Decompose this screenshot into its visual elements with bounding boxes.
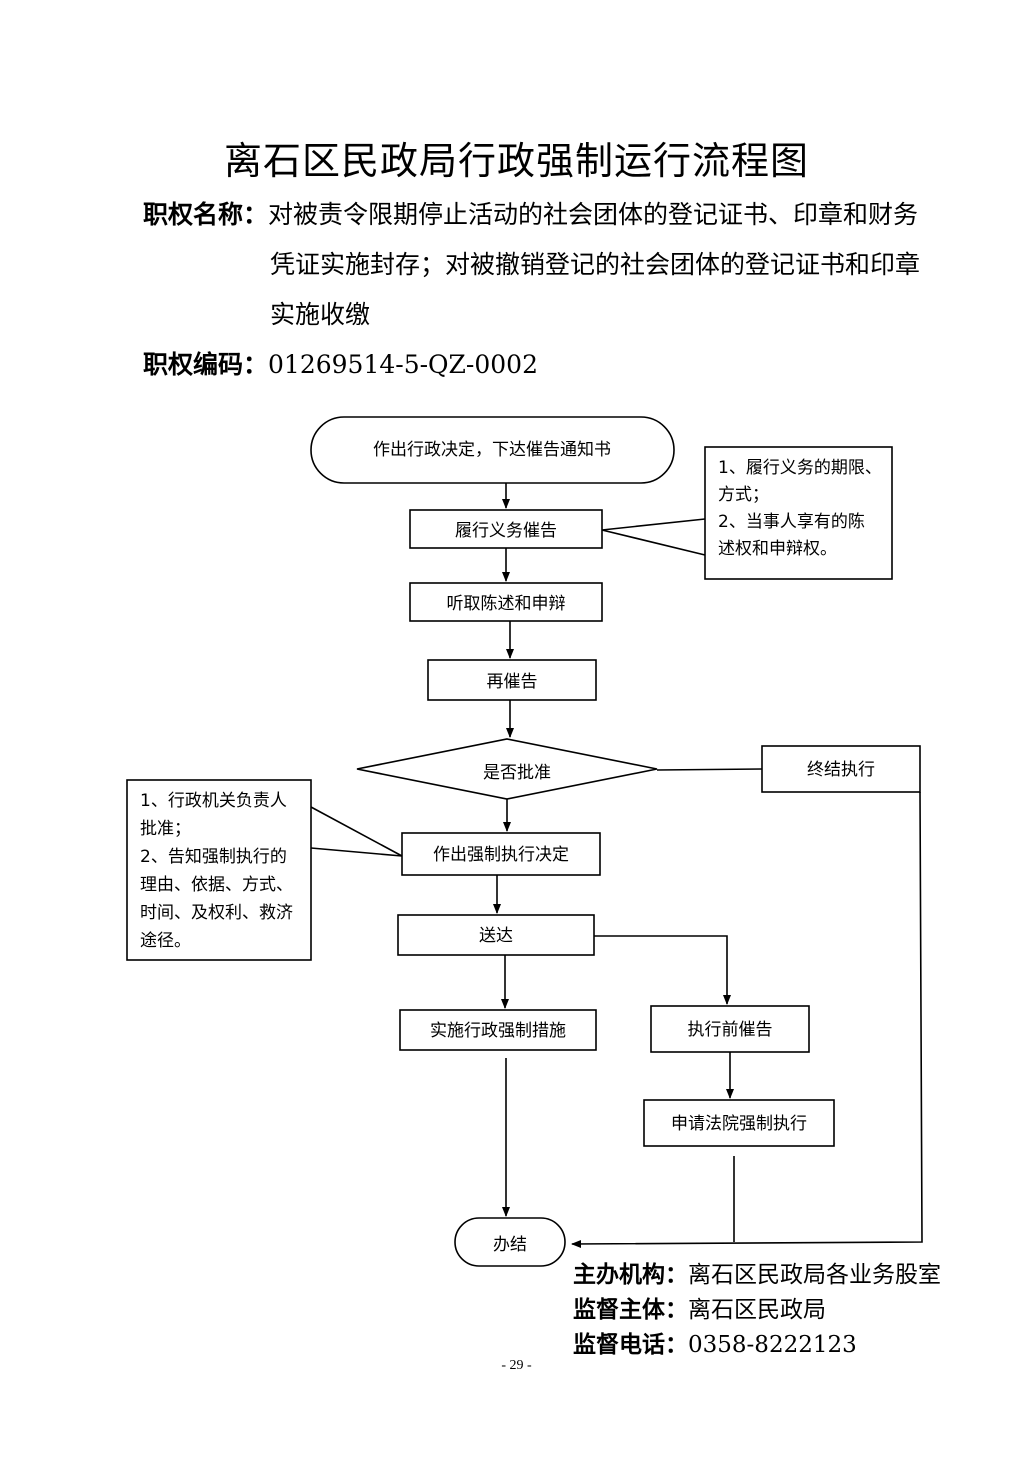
court-node: [643, 1099, 835, 1147]
arrow-deliver-prenotice: [594, 935, 731, 1005]
renotice-label: 再催告: [487, 672, 538, 692]
measures-node: [399, 1009, 597, 1051]
footer-org: 主办机构：离石区民政局各业务股室: [573, 1262, 941, 1288]
measures-label: 实施行政强制措施: [430, 1021, 566, 1041]
terminate-label: 终结执行: [807, 760, 875, 780]
deliver-label: 送达: [479, 926, 513, 946]
authority-code: 职权编码：01269514-5-QZ-0002: [143, 350, 538, 379]
authority-code-value: 01269514-5-QZ-0002: [268, 350, 538, 379]
arrow-terminate-end: [571, 791, 923, 1248]
decision-label: 作出强制执行决定: [433, 845, 569, 865]
left-note-line-3: 2、告知强制执行的: [140, 847, 287, 867]
right-note-line-1: 1、履行义务的期限、: [718, 458, 882, 478]
authority-name-line-3: 实施收缴: [270, 300, 371, 329]
end-label: 办结: [493, 1235, 527, 1255]
hearing-node: [409, 582, 603, 622]
left-note-line-6: 途径。: [140, 931, 191, 951]
renotice-node: [427, 659, 597, 701]
footer-supervisor: 监督主体：离石区民政局: [573, 1297, 826, 1323]
right-note-line-3: 2、当事人享有的陈: [718, 512, 865, 532]
authority-name-line-2: 凭证实施封存；对被撤销登记的社会团体的登记证书和印章: [270, 250, 921, 279]
start-label: 作出行政决定，下达催告通知书: [373, 440, 611, 460]
left-note-line-2: 批准；: [140, 819, 191, 839]
hearing-label: 听取陈述和申辩: [447, 594, 566, 614]
footer-supervisor-value: 离石区民政局: [688, 1297, 826, 1323]
left-note-callout: [310, 806, 403, 857]
decision-node: [401, 832, 601, 876]
page-title: 离石区民政局行政强制运行流程图: [223, 139, 809, 183]
pre-notice-label: 执行前催告: [688, 1020, 773, 1040]
start-node: [310, 416, 675, 484]
footer-org-value: 离石区民政局各业务股室: [688, 1262, 941, 1288]
left-note-line-4: 理由、依据、方式、: [140, 875, 293, 895]
authority-name-label: 职权名称：对被责令限期停止活动的社会团体的登记证书、印章和财务: [143, 200, 919, 229]
approval-label: 是否批准: [483, 763, 551, 783]
duty-notice-label: 履行义务催告: [455, 521, 557, 541]
right-note-line-4: 述权和申辩权。: [718, 539, 837, 559]
court-label: 申请法院强制执行: [671, 1114, 807, 1134]
left-note-line-1: 1、行政机关负责人: [140, 791, 287, 811]
footer-phone-value: 0358-8222123: [688, 1332, 857, 1358]
right-note-callout: [601, 518, 706, 556]
left-note-line-5: 时间、及权利、救济: [140, 903, 293, 923]
approval-node: [356, 738, 658, 800]
footer-phone: 监督电话：0358-8222123: [573, 1332, 857, 1358]
right-note-line-2: 方式；: [718, 485, 769, 505]
end-node: [454, 1217, 566, 1267]
right-note-box: [704, 446, 893, 580]
left-note-box: [126, 779, 312, 961]
page-number: - 29 -: [501, 1358, 532, 1373]
deliver-node: [397, 914, 595, 956]
authority-name-line-1: 对被责令限期停止活动的社会团体的登记证书、印章和财务: [268, 200, 919, 229]
line-approval-terminate: [656, 768, 763, 771]
